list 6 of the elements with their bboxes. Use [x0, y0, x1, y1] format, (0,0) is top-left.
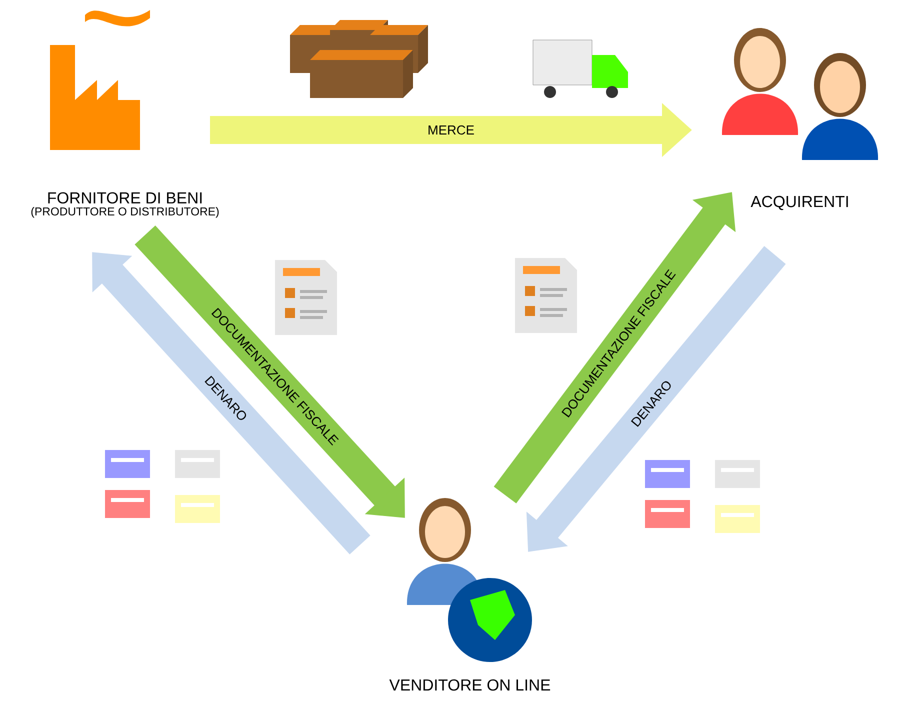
node-label: ACQUIRENTI	[750, 196, 848, 210]
node-label: FORNITORE DI BENI (PRODUTTORE O DISTRIBUTORE)	[31, 192, 219, 218]
node-label: VENDITORE ON LINE	[389, 679, 550, 691]
block-arrow	[134, 226, 405, 518]
edge-label: MERCE	[426, 124, 476, 136]
block-arrow	[92, 252, 370, 554]
